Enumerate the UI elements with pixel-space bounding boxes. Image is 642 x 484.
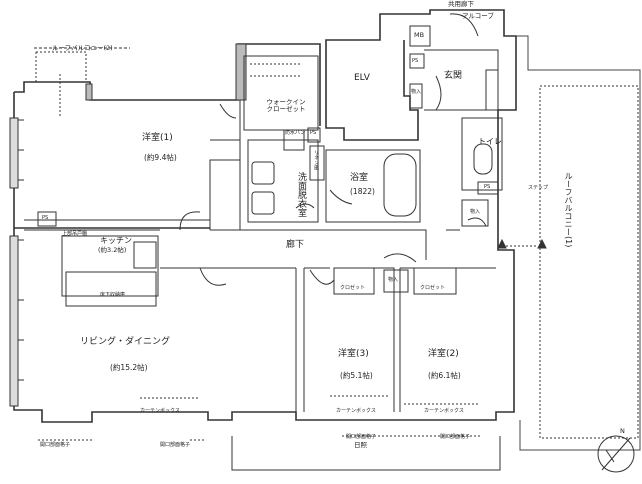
room-bath-size: (1822)	[350, 187, 375, 196]
label-opening-2: 開口部面格子	[160, 442, 191, 448]
room-walkin: ウォークイン クローゼット	[266, 98, 306, 113]
compass-icon	[597, 435, 635, 473]
compass-north: N	[620, 427, 625, 435]
label-linen: リネン庫	[313, 150, 319, 170]
label-storage-corridor: 物入	[388, 277, 399, 283]
room-living-size: (約15.2帖)	[110, 363, 148, 372]
room-elv: ELV	[354, 73, 370, 83]
room-living-name: リビング・ダイニング	[80, 337, 171, 347]
label-waterproof-pan: 防水パン	[285, 130, 306, 136]
label-mb: MB	[414, 31, 425, 39]
label-roof-balcony1: ルーフバルコニー(1)	[564, 172, 573, 248]
room-western2-name: 洋室(2)	[428, 349, 459, 359]
room-western3-name: 洋室(3)	[338, 349, 369, 359]
room-western1-name: 洋室(1)	[142, 133, 173, 143]
label-curtain-box-w2: カーテンボックス	[424, 408, 464, 414]
label-opening-1: 開口部面格子	[40, 442, 71, 448]
label-alcove: アルコーブ	[462, 12, 494, 20]
room-entrance: 玄関	[444, 71, 463, 81]
room-bath-name: 浴室	[350, 173, 369, 183]
outer-wall	[13, 9, 517, 423]
label-roof-balcony2: ルーフバルコニー(2)	[52, 44, 113, 52]
label-sunlight: 日照	[354, 441, 367, 449]
label-step: ステップ	[528, 185, 549, 191]
label-storage-toilet: 物入	[470, 209, 481, 215]
label-common-corridor: 共用廊下	[448, 0, 474, 8]
label-opening-3: 開口部面格子	[346, 434, 377, 440]
label-closet-w2: クロゼット	[420, 285, 446, 291]
label-ps-entrance: PS	[412, 58, 419, 64]
room-western2-size: (約6.1帖)	[428, 371, 461, 380]
room-western3-size: (約5.1帖)	[340, 371, 373, 380]
label-opening-4: 開口部面格子	[440, 434, 471, 440]
label-closet-w3: クロゼット	[340, 285, 366, 291]
room-washroom: 洗面脱衣室	[296, 172, 306, 217]
room-kitchen-name: キッチン	[100, 236, 132, 245]
room-kitchen-size: (約3.2帖)	[98, 246, 127, 254]
room-corridor: 廊下	[286, 240, 305, 250]
label-ps-toilet: PS	[484, 184, 491, 190]
label-curtain-box-living: カーテンボックス	[140, 408, 180, 414]
label-curtain-box-w3: カーテンボックス	[336, 408, 376, 414]
room-toilet: トイレ	[478, 137, 502, 146]
label-upper-cabinet: 上部吊戸棚	[62, 231, 88, 237]
label-storage-entrance: 物入	[411, 89, 422, 95]
label-ps-kitchen: PS	[42, 215, 49, 221]
label-ps-walkin: PS	[310, 130, 317, 136]
room-western1-size: (約9.4帖)	[144, 153, 177, 162]
label-flooring-storage: 床下収納庫	[100, 292, 126, 298]
